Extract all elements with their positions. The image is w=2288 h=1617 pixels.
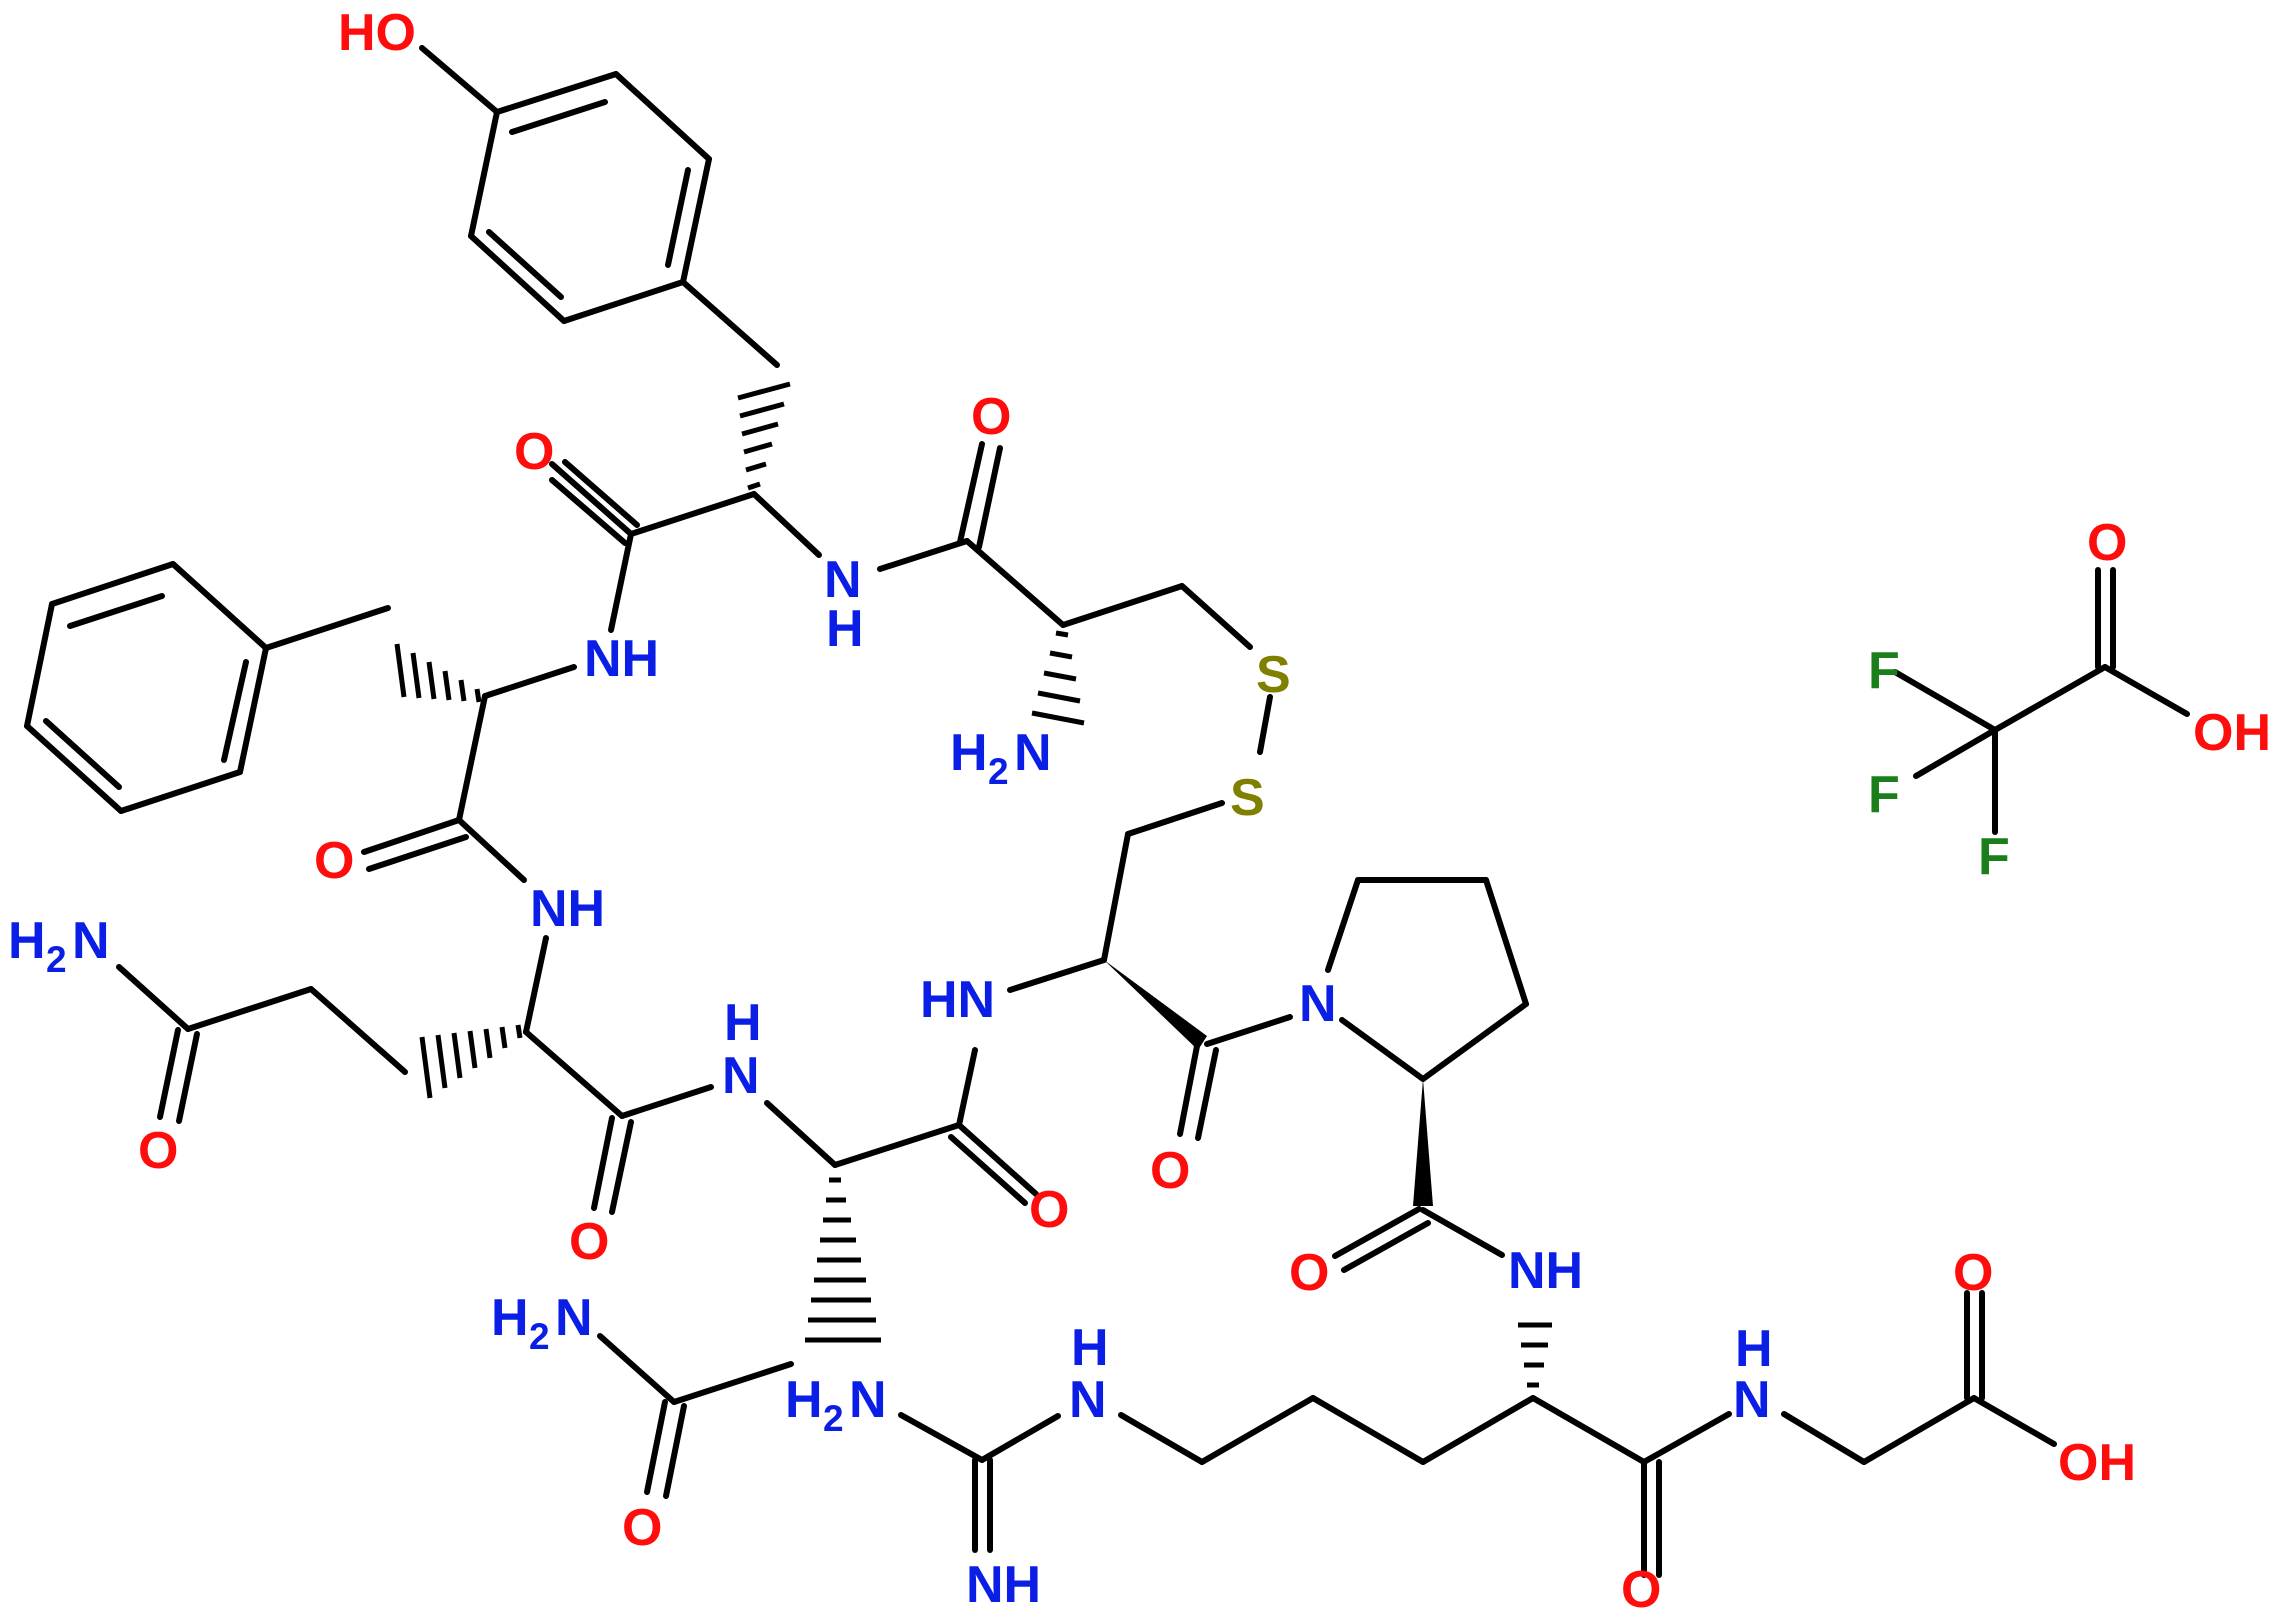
atom-label: NH [584,630,659,688]
bond-layer [24,45,2190,1578]
atom-label: 2 [988,751,1009,792]
atom-label: N [72,912,110,970]
atom-label: HN [920,971,995,1029]
atom-label: HO [338,4,416,62]
atom-label: O [1953,1244,1993,1302]
atom-label: H [785,1371,823,1429]
atom-label: 2 [46,939,67,980]
atom-label: N [1299,975,1337,1033]
atom-label: S [1230,769,1265,827]
atom-label: O [971,388,1011,446]
atom-label: F [1868,766,1900,824]
atom-label: H [724,994,762,1052]
atom-label: N [722,1047,760,1105]
atom-label: H [950,724,988,782]
atom-label: OH [2193,704,2271,762]
atom-label: N [849,1371,887,1429]
atom-label: N [1014,724,1052,782]
atom-label: H [491,1289,529,1347]
atom-label: N [555,1289,593,1347]
atom-label: O [1150,1142,1190,1200]
atom-label: O [514,423,554,481]
atom-label: 2 [823,1398,844,1439]
atom-label: N [824,551,862,609]
atom-label: H [1735,1320,1773,1378]
atom-label-layer: HO O N H O H 2 N S S NH O NH H 2 N O O H… [8,4,2271,1617]
atom-label: S [1256,646,1291,704]
atom-label: NH [966,1556,1041,1614]
atom-label: F [1868,642,1900,700]
atom-label: F [1978,828,2010,886]
atom-label: N [1069,1371,1107,1429]
atom-label: OH [2058,1434,2136,1492]
atom-label: NH [1508,1242,1583,1300]
atom-label: N [1733,1371,1771,1429]
atom-label: O [622,1499,662,1557]
atom-label: 2 [529,1316,550,1357]
atom-label: O [1029,1181,1069,1239]
atom-label: O [314,832,354,890]
atom-label: O [1621,1561,1661,1617]
atom-label: H [1071,1319,1109,1377]
atom-label: O [1289,1244,1329,1302]
atom-label: O [2087,514,2127,572]
atom-label: O [138,1122,178,1180]
atom-label: H [8,912,46,970]
atom-label: NH [530,880,605,938]
atom-label: H [826,600,864,658]
atom-label: O [569,1213,609,1271]
